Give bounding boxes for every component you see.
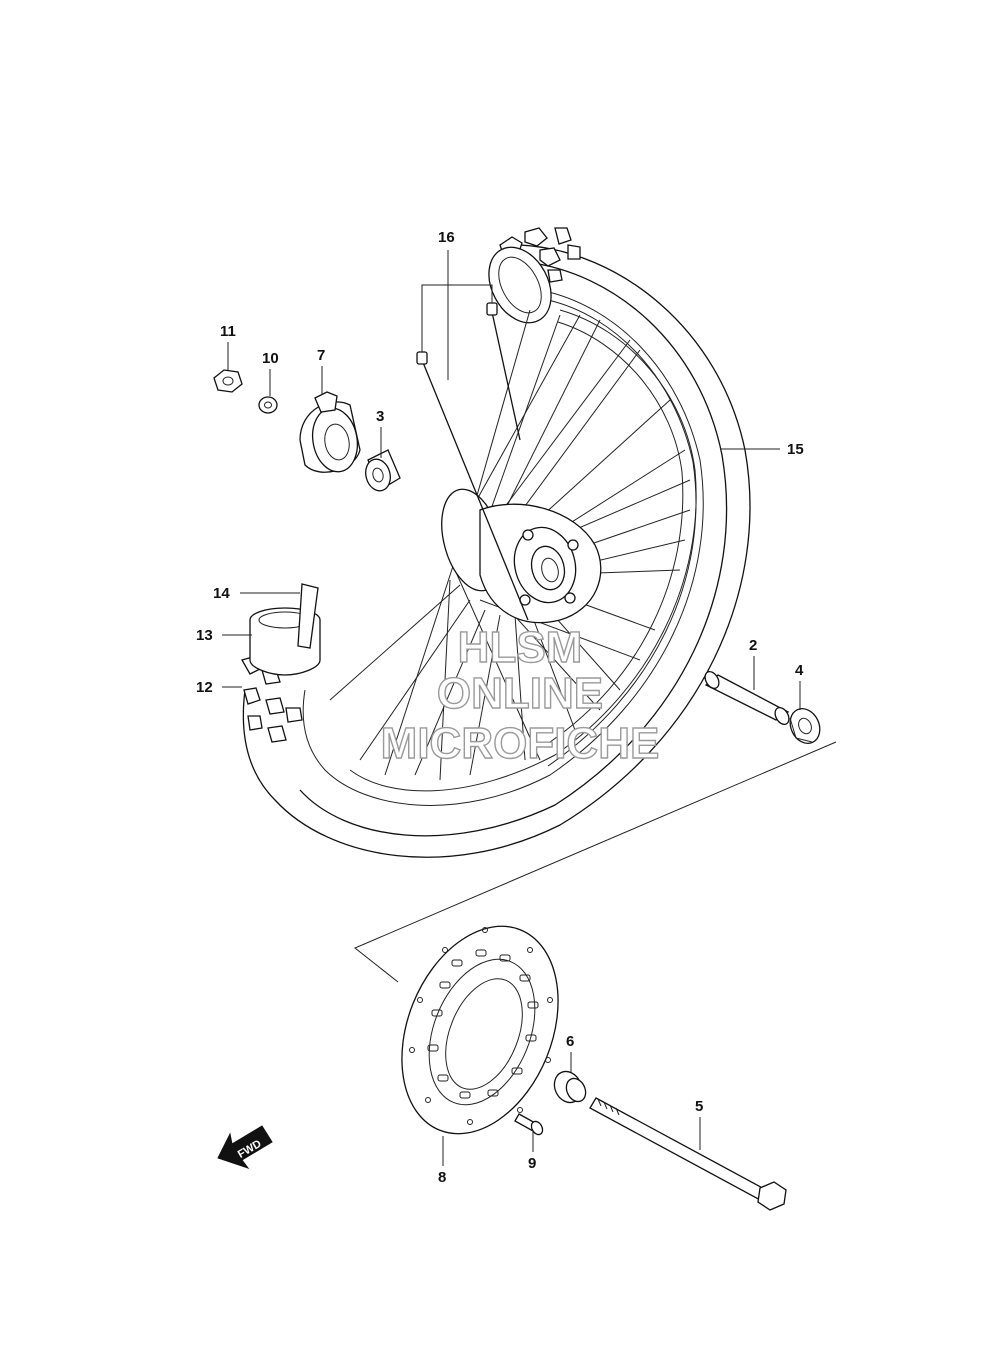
rim-lock[interactable] [297,583,319,649]
callout-label: 4 [795,662,804,679]
wheel-rim[interactable] [349,309,697,792]
callout-15[interactable]: 15 [720,441,804,458]
callout-7[interactable]: 7 [317,347,325,395]
callout-label: 15 [787,441,804,458]
callout-5[interactable]: 5 [695,1098,703,1150]
speedometer-gearbox[interactable] [299,391,362,475]
callout-label: 7 [317,347,325,364]
bearing-left[interactable] [362,449,401,494]
spoke-part[interactable] [416,302,529,621]
callout-11[interactable]: 11 [220,323,236,370]
callout-8[interactable]: 8 [438,1136,446,1186]
callout-16[interactable]: 16 [421,229,493,380]
disc-bolt[interactable] [514,1113,545,1137]
spacer[interactable] [702,669,791,727]
wheel-hub [441,488,602,624]
callout-label: 5 [695,1098,703,1115]
callout-label: 9 [528,1155,536,1172]
callout-2[interactable]: 2 [749,637,757,690]
watermark-line2: ONLINE [437,669,603,718]
callout-label: 8 [438,1169,446,1186]
callout-label: 12 [196,679,213,696]
valve-opening [488,246,552,324]
callout-label: 10 [262,350,279,367]
axle[interactable] [589,1097,787,1211]
bearing-right[interactable] [785,704,826,748]
callout-label: 14 [213,585,230,602]
callout-10[interactable]: 10 [262,350,279,396]
callout-label: 3 [376,408,384,425]
callout-14[interactable]: 14 [213,585,300,602]
brake-disc[interactable] [373,903,587,1157]
watermark: HLSM ONLINE MICROFICHE [380,622,660,768]
nut[interactable] [213,369,243,393]
disc-holes [409,927,553,1125]
washer[interactable] [258,396,278,414]
collar[interactable] [549,1067,589,1107]
callout-4[interactable]: 4 [795,662,804,710]
callout-6[interactable]: 6 [566,1033,574,1072]
callout-label: 2 [749,637,757,654]
assembly-guide-lines [354,741,837,983]
callout-13[interactable]: 13 [196,627,252,644]
callout-label: 16 [438,229,455,246]
fwd-arrow-icon: FWD [217,1125,273,1169]
callout-label: 13 [196,627,213,644]
callout-label: 11 [220,323,236,340]
callout-12[interactable]: 12 [196,679,242,696]
callout-9[interactable]: 9 [528,1132,536,1172]
callout-label: 6 [566,1033,574,1050]
watermark-line1: HLSM [458,623,583,672]
watermark-line3: MICROFICHE [381,719,660,768]
callout-3[interactable]: 3 [376,408,384,458]
